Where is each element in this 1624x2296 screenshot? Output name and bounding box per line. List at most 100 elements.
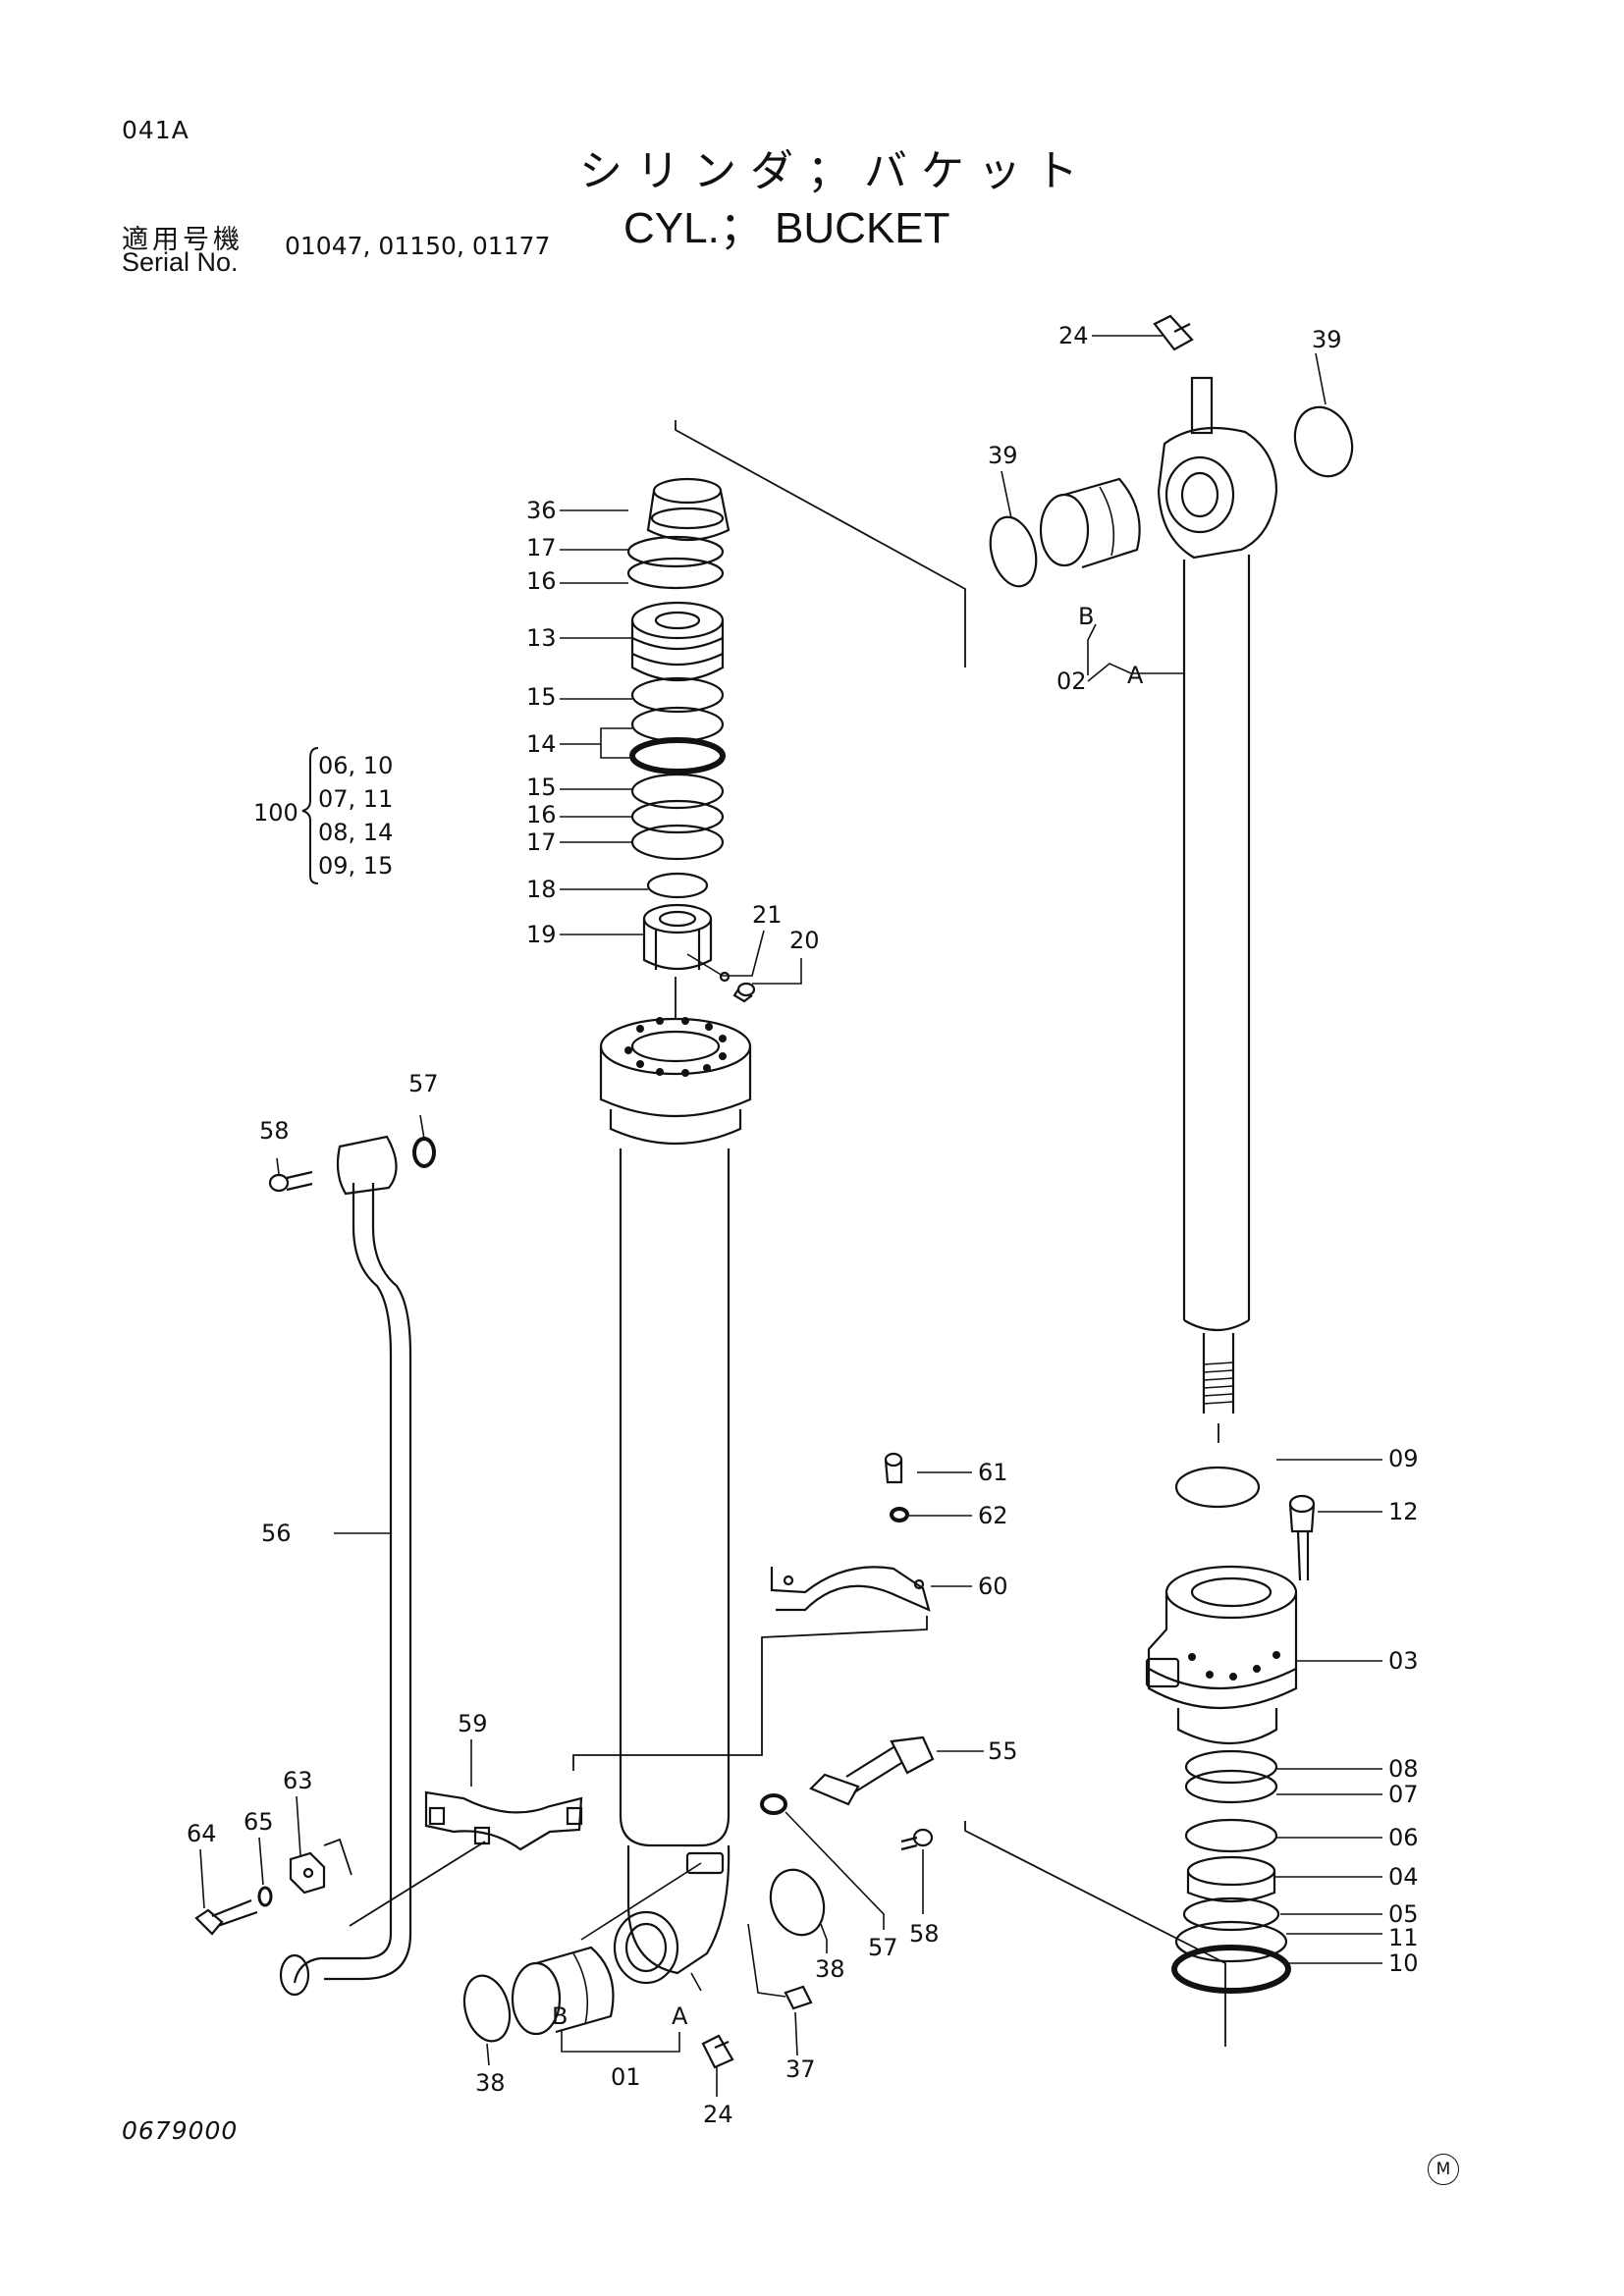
part-19-nut (642, 903, 713, 970)
document-number: 0679000 (122, 2116, 239, 2145)
callout-label: 38 (815, 1955, 845, 1983)
page-title-japanese: シリンダ；バケット (579, 146, 1092, 196)
callout-label: 57 (868, 1934, 898, 1961)
callout-label: 04 (1388, 1863, 1419, 1891)
callout-labels: 36 17 16 13 15 14 15 16 17 18 19 21 20 2… (187, 322, 1419, 2128)
callout-label: 62 (978, 1502, 1008, 1529)
part-17-ring-b (630, 824, 725, 861)
part-38-ring-left (462, 1974, 512, 2043)
callout-label: 03 (1388, 1647, 1419, 1675)
part-17-ring (626, 535, 725, 568)
piston-seal-stack (1171, 1749, 1291, 1994)
part-bushing-b-bottom (511, 1946, 615, 2036)
callout-label: 61 (978, 1459, 1008, 1486)
pipe-56 (279, 1135, 412, 1997)
part-16-ring-b (630, 799, 725, 834)
callout-label: 37 (785, 2056, 816, 2083)
callout-label: 02 (1056, 667, 1087, 695)
part-15-seal (630, 676, 725, 714)
callout-label: 57 (408, 1070, 439, 1097)
callout-label: 16 (526, 801, 557, 828)
part-57-o-ring-right (760, 1793, 787, 1815)
part-58-bolt-left (268, 1170, 313, 1193)
part-13-rod-cover (630, 601, 725, 681)
part-64-bolt (194, 1898, 258, 1936)
kit-item: 08, 14 (318, 819, 393, 846)
callout-label: B (552, 2002, 568, 2030)
clamp-guide-line (572, 1616, 928, 1771)
part-39-ring-left (989, 515, 1038, 588)
callout-label: 05 (1388, 1900, 1419, 1928)
callout-label: 58 (259, 1117, 290, 1145)
callout-label: 13 (526, 624, 557, 652)
callout-label: 59 (458, 1710, 488, 1737)
clamp-guide-line-2 (349, 1841, 486, 1927)
part-14-seal-b (629, 737, 726, 774)
callout-label: 11 (1388, 1924, 1419, 1951)
callout-label: 56 (261, 1520, 292, 1547)
callout-label: 64 (187, 1820, 217, 1847)
callout-label: 18 (526, 876, 557, 903)
callout-label: A (1127, 662, 1144, 689)
m-mark-symbol: M (1428, 2154, 1459, 2185)
callout-label: 39 (988, 442, 1018, 469)
part-65-washer (257, 1886, 273, 1907)
part-57-o-ring-left (412, 1137, 436, 1168)
callout-label: 24 (1058, 322, 1089, 349)
part-60-clamp (770, 1566, 931, 1612)
part-bushing-b-top (1039, 477, 1141, 569)
kit-100-brace (301, 747, 319, 884)
part-55-elbow (809, 1735, 935, 1806)
kit-number: 100 (253, 799, 298, 827)
callout-label: 55 (988, 1737, 1018, 1765)
kit-item: 06, 10 (318, 752, 393, 779)
part-24-grease-nipple-top (1153, 314, 1194, 351)
part-38-ring-right (769, 1868, 826, 1937)
callout-label: 38 (475, 2069, 506, 2097)
callout-label: B (1078, 603, 1094, 630)
serial-label-english: Serial No. (122, 247, 239, 277)
callout-label: 06 (1388, 1824, 1419, 1851)
callout-label: 12 (1388, 1498, 1419, 1525)
callout-label: 24 (703, 2101, 733, 2128)
callout-label: 58 (909, 1920, 940, 1948)
serial-numbers: 01047, 01150, 01177 (285, 232, 551, 260)
callout-label: A (672, 2002, 688, 2030)
part-24-grease-nipple-bottom (701, 2034, 734, 2069)
guide-lines (675, 420, 1226, 2047)
part-16-ring (626, 557, 725, 590)
callout-label: 36 (526, 497, 557, 524)
callout-label: 39 (1312, 326, 1342, 353)
callout-label: 07 (1388, 1781, 1419, 1808)
callout-label: 08 (1388, 1755, 1419, 1783)
part-09-ring (1174, 1466, 1261, 1509)
part-15-seal-b (630, 773, 725, 810)
part-59-clamp (424, 1790, 583, 1851)
callout-label: 16 (526, 567, 557, 595)
part-03-piston (1145, 1565, 1298, 1744)
callout-label: 01 (611, 2063, 641, 2091)
gland-parts-stack (626, 477, 756, 1003)
callout-label: 21 (752, 901, 783, 929)
serial-label-japanese: 適用号機 (122, 225, 244, 255)
part-36-bushing (646, 477, 731, 542)
part-18-ring (646, 872, 709, 899)
callout-label: 14 (526, 730, 557, 758)
piston-rod-02 (1157, 376, 1278, 1443)
callout-label: 20 (789, 927, 820, 954)
callout-label: 17 (526, 828, 557, 856)
callout-label: 63 (283, 1767, 313, 1794)
callout-label: 17 (526, 534, 557, 561)
part-12-bolt (1288, 1494, 1316, 1581)
part-63-block (289, 1851, 326, 1895)
part-20-set-screw (732, 982, 756, 1003)
callout-label: 65 (244, 1808, 274, 1836)
part-62-washer (890, 1507, 909, 1522)
kit-item: 07, 11 (318, 785, 393, 813)
callout-label: 60 (978, 1573, 1008, 1600)
callout-label: 10 (1388, 1949, 1419, 1977)
part-61-bolt (884, 1452, 903, 1484)
part-37-plug (784, 1985, 813, 2010)
leader-lines (199, 335, 1382, 2097)
